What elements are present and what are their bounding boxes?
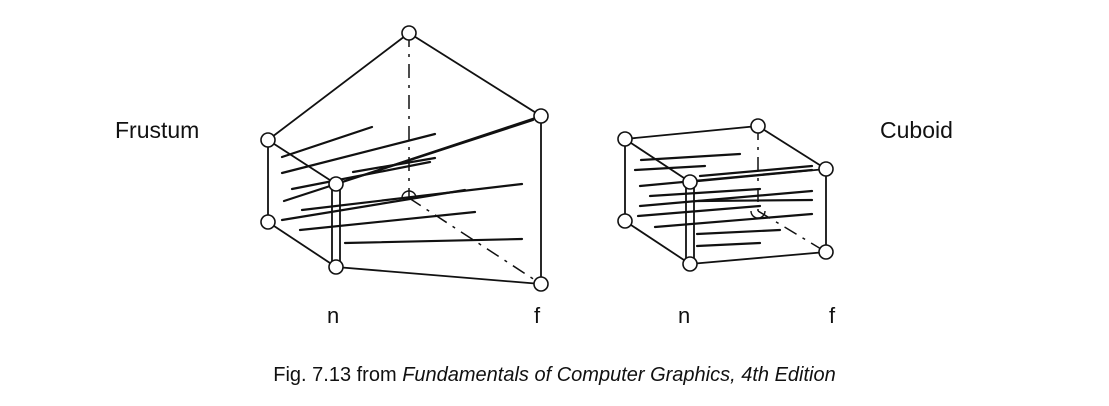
- frustum-hidden-diagonal: [408, 197, 542, 285]
- caption-book-title: Fundamentals of Computer Graphics, 4th E…: [402, 364, 836, 386]
- frustum-far-label: f: [534, 303, 541, 328]
- cuboid-hidden-diagonal: [757, 210, 827, 253]
- cuboid-far-label: f: [829, 303, 836, 328]
- cuboid-near-label: n: [678, 303, 690, 328]
- cuboid-edges: [624, 125, 827, 265]
- caption-prefix: Fig. 7.13 from: [273, 364, 403, 386]
- frustum-hidden-vertex: [401, 190, 417, 199]
- frustum-label: Frustum: [115, 117, 199, 143]
- frustum-diagram: n f: [260, 25, 549, 328]
- cuboid-rays: [633, 152, 814, 248]
- cuboid-vertices: [617, 118, 834, 272]
- frustum-near-label: n: [327, 303, 339, 328]
- cuboid-hidden-vertex: [750, 210, 766, 219]
- cuboid-diagram: n f: [617, 118, 836, 328]
- frustum-rays: [280, 118, 535, 245]
- frustum-vertices: [260, 25, 549, 292]
- frustum-edges: [267, 32, 542, 285]
- figure-caption: Fig. 7.13 from Fundamentals of Computer …: [0, 364, 1109, 387]
- cuboid-label: Cuboid: [880, 117, 953, 143]
